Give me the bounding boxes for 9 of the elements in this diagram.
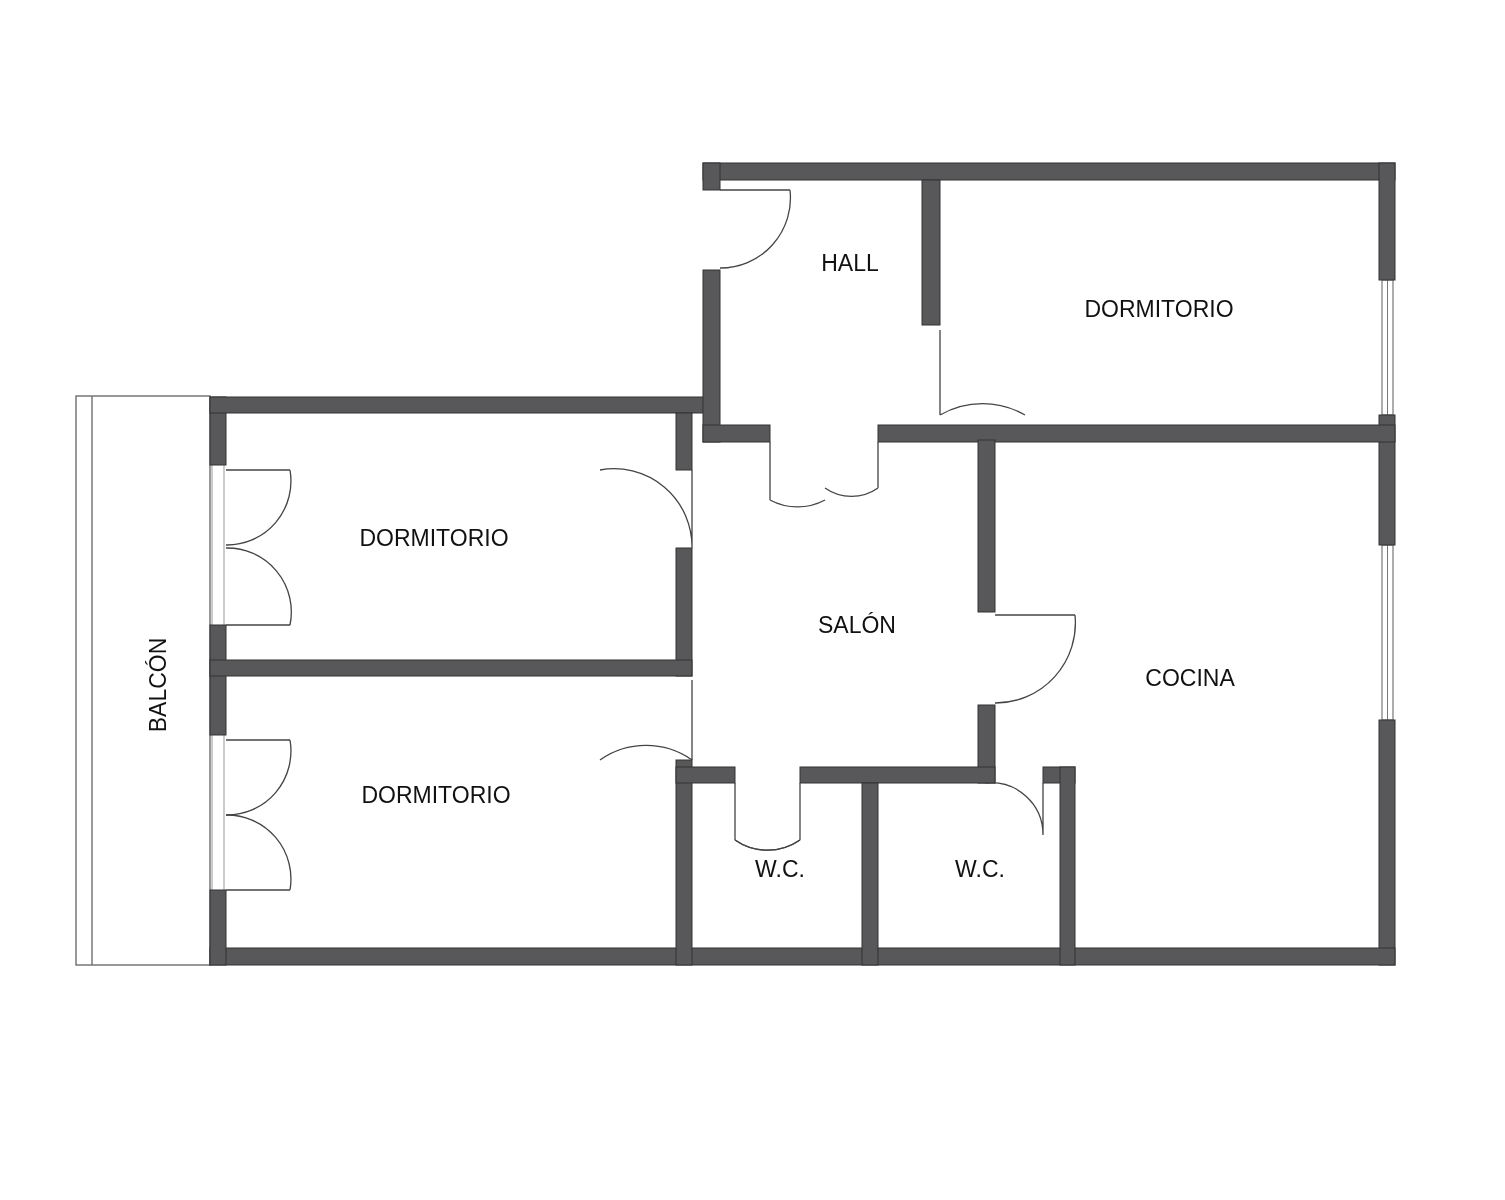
room-label: COCINA (1145, 664, 1235, 692)
room-label: W.C. (955, 855, 1005, 883)
room-label: DORMITORIO (1084, 295, 1234, 323)
room-label: W.C. (755, 855, 805, 883)
room-label: SALÓN (818, 611, 896, 639)
room-label: DORMITORIO (359, 524, 509, 552)
room-label: HALL (821, 249, 879, 277)
room-label: BALCÓN (144, 637, 172, 733)
room-label: DORMITORIO (361, 781, 511, 809)
